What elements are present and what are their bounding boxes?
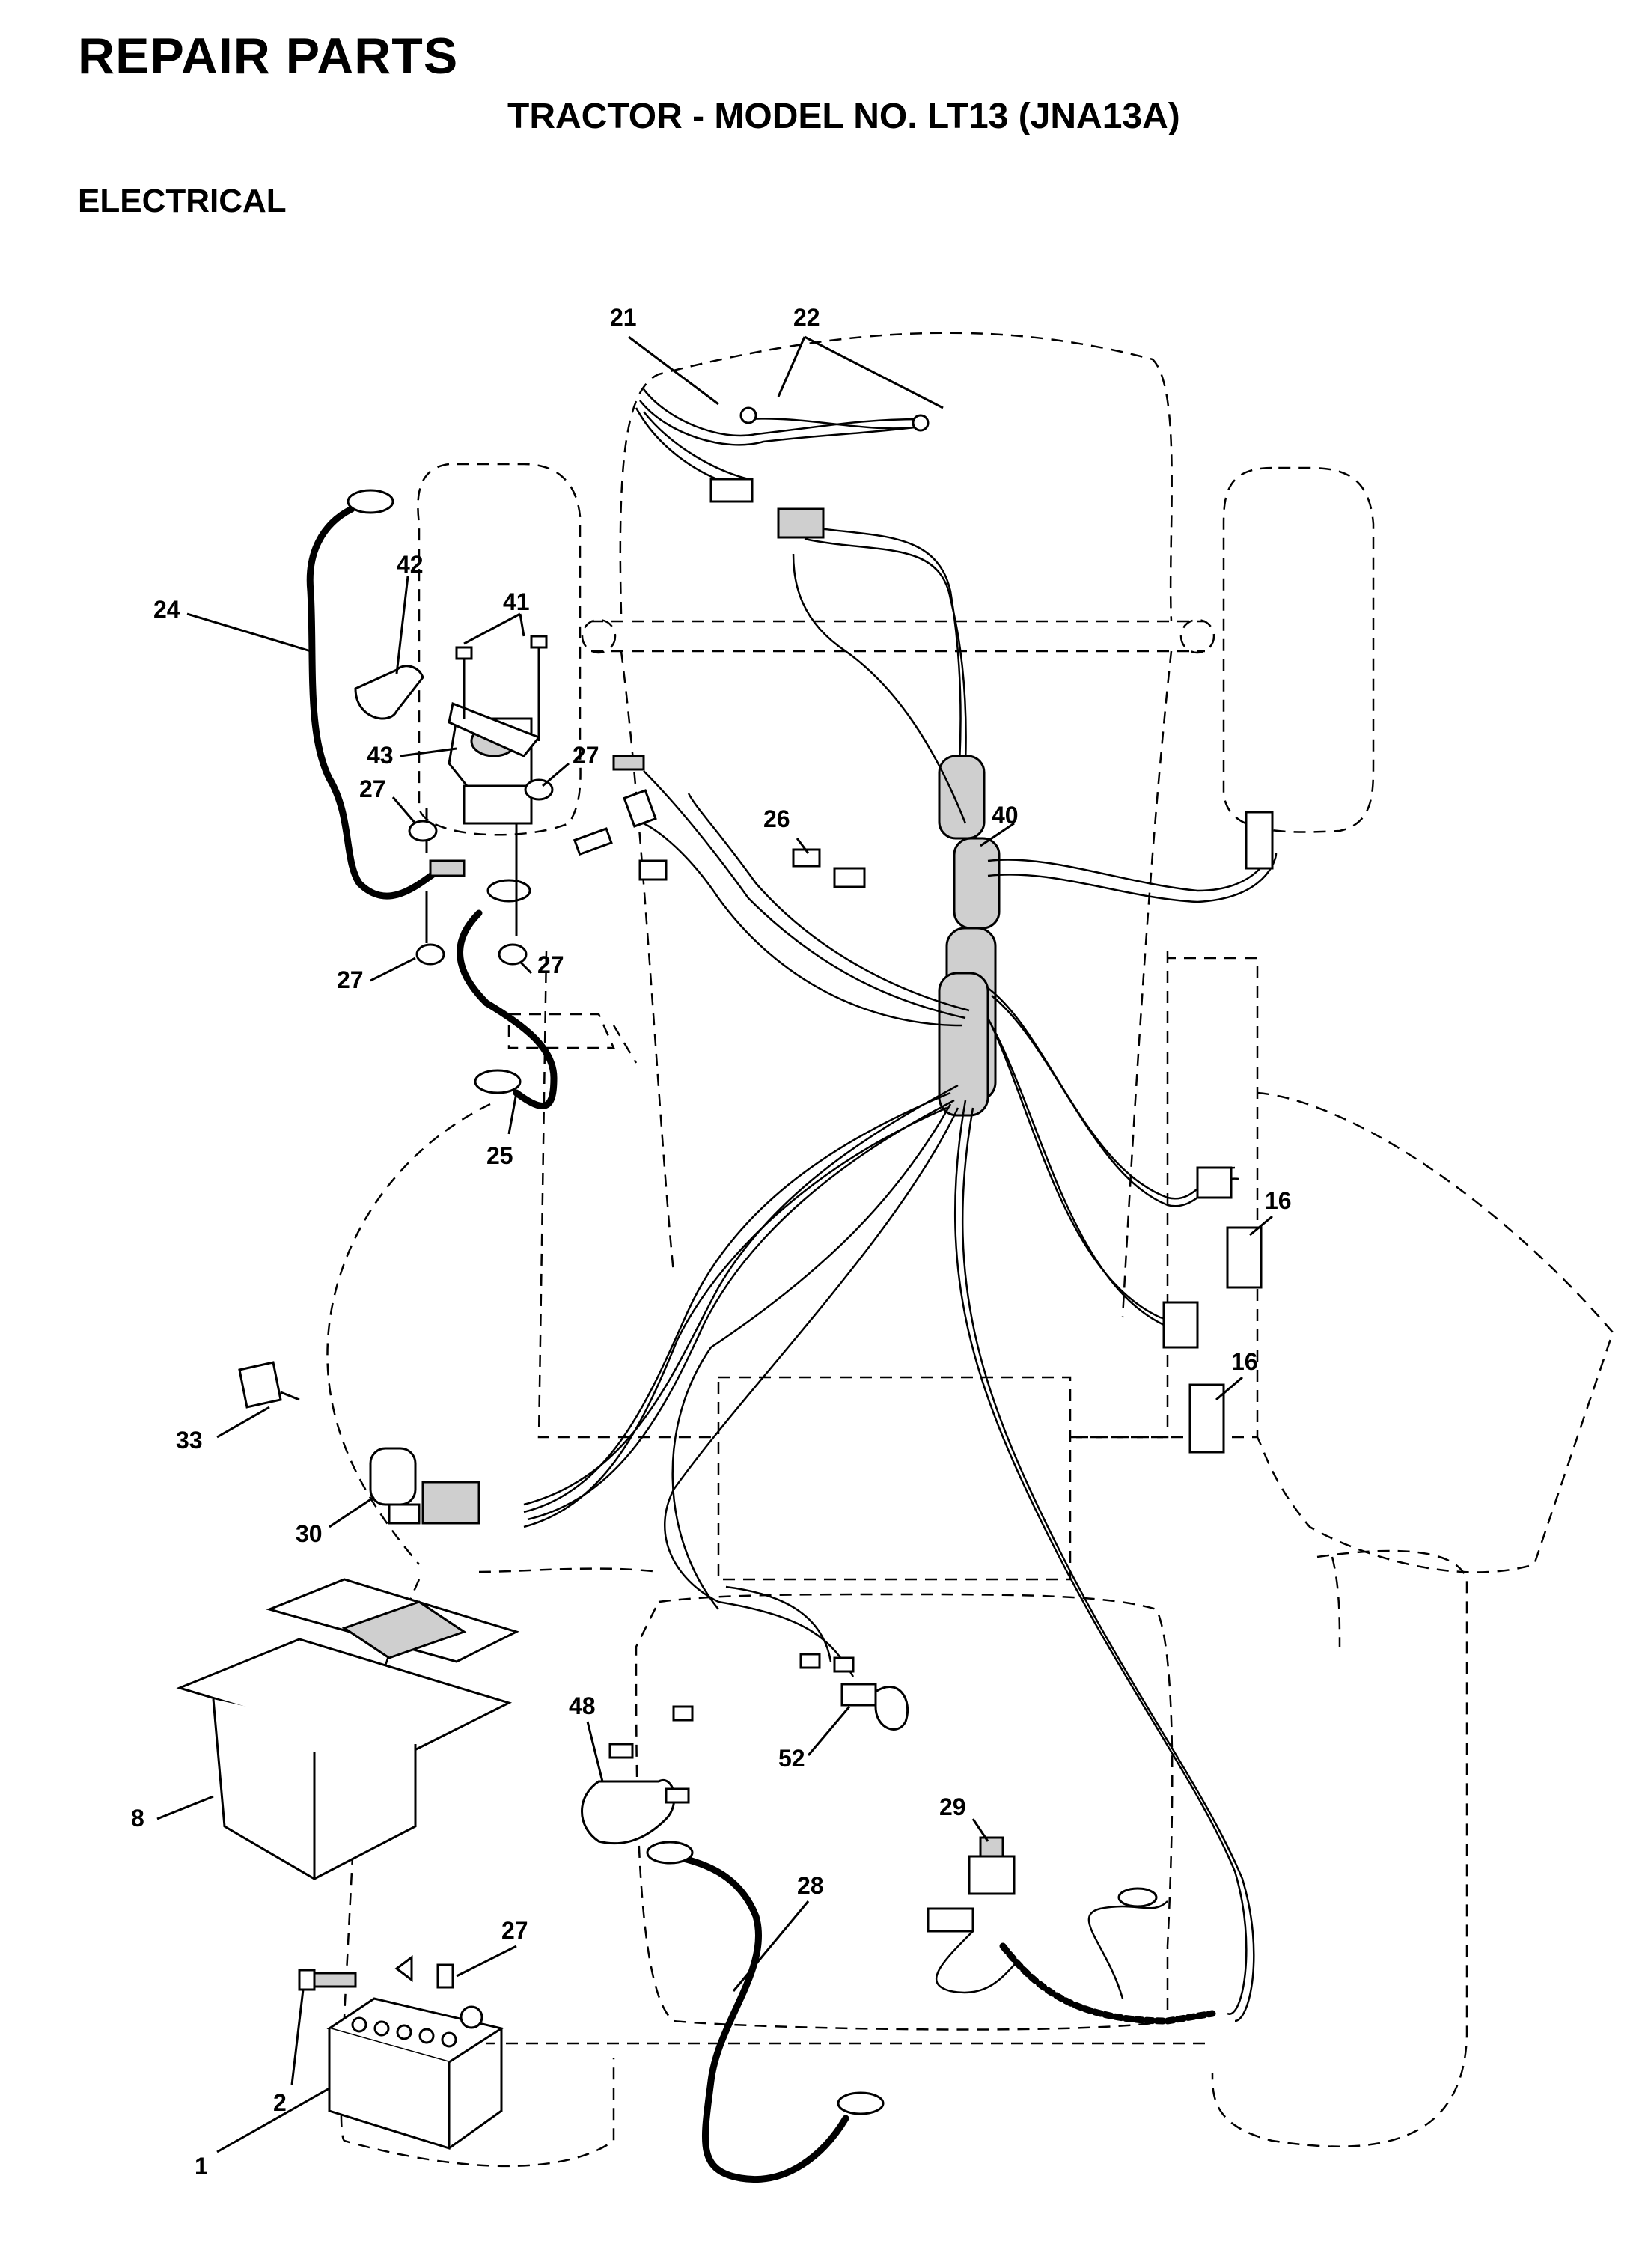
cable-25 — [457, 879, 558, 1109]
battery-cell-caps — [351, 2016, 457, 2048]
callout-29: 29 — [939, 1793, 966, 1820]
bulb-socket-left — [739, 406, 757, 424]
callout-28: 28 — [797, 1872, 824, 1899]
coiled-wire — [935, 1887, 1216, 2025]
ground-cable-24 — [306, 489, 466, 900]
harness-coil — [938, 755, 1001, 1117]
callout-1: 1 — [195, 2153, 208, 2180]
callout-25: 25 — [486, 1142, 513, 1169]
callout-33: 33 — [176, 1427, 203, 1454]
callout-27-e: 27 — [501, 1917, 528, 1944]
harness-connectors — [573, 755, 668, 881]
callout-27-b: 27 — [573, 742, 599, 769]
battery-1 — [326, 1997, 504, 2150]
cable-28 — [646, 1841, 885, 2183]
callout-52: 52 — [778, 1745, 805, 1772]
headlight-harness-21 — [635, 388, 930, 539]
plug-16-upper — [1196, 1166, 1263, 1289]
ring-terminal-24 — [347, 489, 394, 514]
callout-27-c: 27 — [337, 966, 364, 993]
callout-26: 26 — [763, 805, 790, 832]
callout-8: 8 — [131, 1805, 144, 1832]
callout-16-b: 16 — [1231, 1348, 1258, 1375]
lamp-48 — [581, 1705, 694, 1845]
callout-27-a: 27 — [359, 775, 386, 802]
callout-48: 48 — [569, 1692, 596, 1719]
callout-16-a: 16 — [1265, 1187, 1292, 1214]
leader-lines — [156, 335, 1273, 2153]
ignition-switch-30 — [369, 1447, 480, 1525]
ring-terminal-25 — [474, 1069, 522, 1094]
starter-solenoid-43 — [425, 635, 548, 943]
callout-2: 2 — [273, 2089, 287, 2116]
callout-21: 21 — [610, 304, 637, 331]
ignition-key-33 — [238, 1361, 300, 1409]
callout-22: 22 — [793, 304, 820, 331]
harness-plug-socket — [777, 507, 825, 539]
plug-16-lower — [1162, 1301, 1225, 1454]
battery-box-8 — [176, 1578, 520, 1880]
lamp-52 — [799, 1653, 909, 1731]
switch-29 — [927, 1836, 1016, 1933]
model-subtitle: TRACTOR - MODEL NO. LT13 (JNA13A) — [507, 97, 1180, 136]
harness-plug-upper — [709, 478, 754, 503]
callout-24: 24 — [153, 596, 180, 623]
connector-26 — [792, 848, 866, 888]
page-title: REPAIR PARTS — [78, 28, 459, 85]
callout-41: 41 — [503, 588, 530, 615]
section-heading: ELECTRICAL — [78, 183, 287, 219]
terminal-boot-42 — [354, 665, 424, 720]
bolt-2 — [298, 1955, 454, 1991]
callout-40: 40 — [992, 802, 1019, 829]
callout-42: 42 — [397, 551, 424, 578]
bulb-socket-right — [912, 414, 930, 432]
callout-30: 30 — [296, 1520, 323, 1547]
callout-labels: 21 22 24 42 41 43 27 27 27 27 26 40 25 1… — [131, 304, 1292, 2180]
callout-27-d: 27 — [537, 951, 564, 978]
callout-43: 43 — [367, 742, 394, 769]
right-switch-connector — [1245, 811, 1274, 870]
tractor-outline — [326, 332, 1614, 2168]
